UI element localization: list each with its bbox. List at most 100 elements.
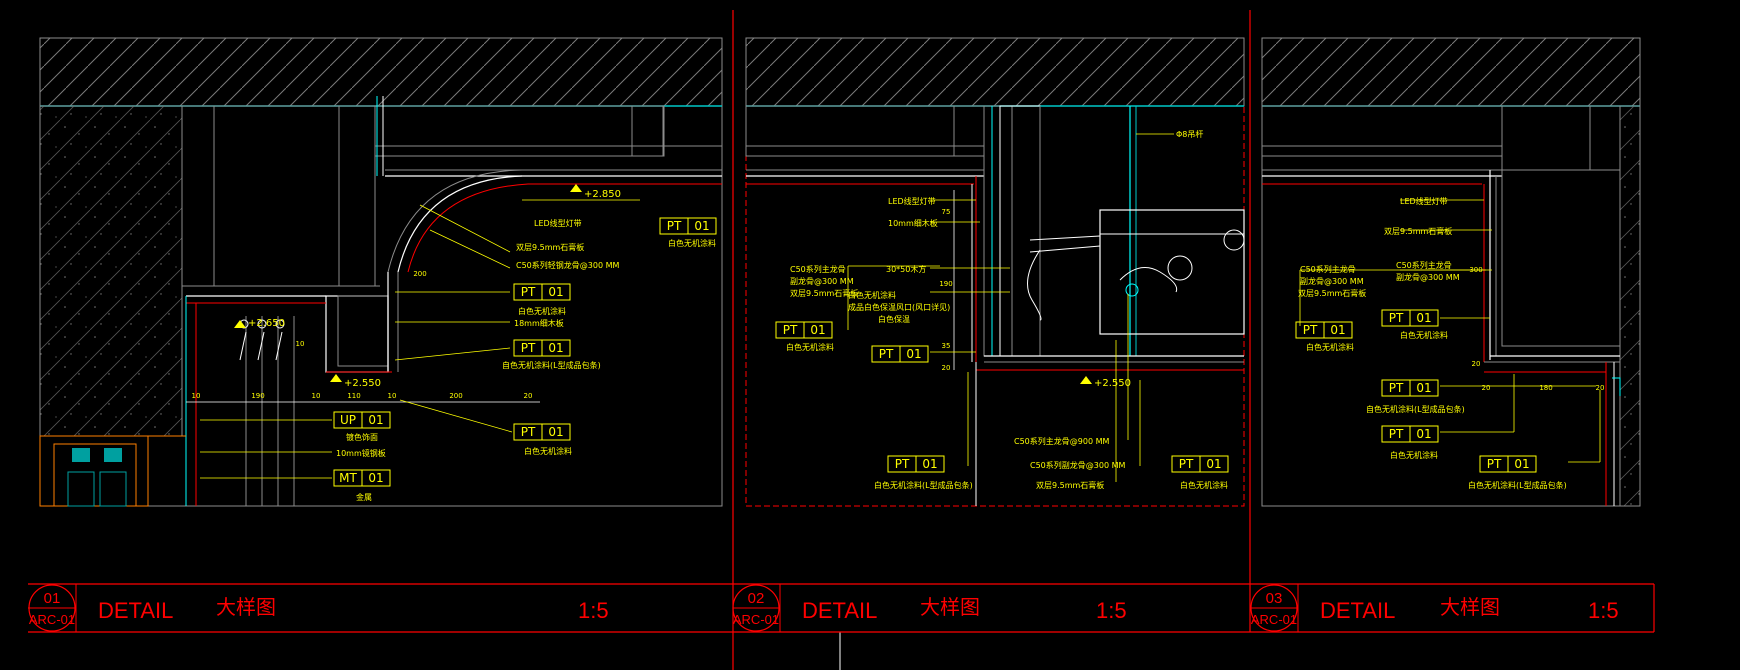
panel-01-tag-2: PT 01 [513,339,571,357]
panel-01-title-en: DETAIL [98,598,173,623]
panel-02-tag-0-code: PT [783,323,798,337]
panel-03-dim-1: 180 [1539,384,1552,392]
panel-01-dim-2: 10 [312,392,321,400]
panel-03-note-5: C50系列主龙骨 [1396,260,1452,270]
panel-02-sheet: ARC-01 [733,612,779,627]
panel-03-note-1: 双层9.5mm石膏板 [1384,226,1452,236]
panel-02-title-en: DETAIL [802,598,877,623]
panel-03-tag-1: PT 01 [1381,309,1439,327]
panel-03-title-cn: 大样图 [1440,595,1500,619]
panel-01-title-cn: 大样图 [216,595,276,619]
panel-02-dim-3: 20 [942,364,951,372]
panel-02-note-2: 10mm细木板 [888,218,938,228]
panel-02-note-10: 白色无机涂料 [786,342,834,352]
panel-01-annotations [200,184,640,479]
panel-03-tag-2-num: 01 [1416,381,1431,395]
panel-01-tag-2-code: PT [521,341,536,355]
panel-01-tags: +2.850+2.650+2.550LED线型灯带双层9.5mm石膏板C50系列… [192,189,717,502]
panel-02-tag-0: PT 01 [775,321,833,339]
panel-01-note-3: 白色无机涂料 [518,306,566,316]
panel-03-note-0: LED线型灯带 [1400,196,1448,206]
panel-02-tag-2-num: 01 [922,457,937,471]
panel-03-tag-1-num: 01 [1416,311,1431,325]
panel-01-scale: 1:5 [578,598,609,623]
panel-02-dim-2: 35 [942,342,951,350]
panel-03-note-8: 白色无机涂料 [1400,330,1448,340]
panel-03-tag-2-code: PT [1389,381,1404,395]
panel-02-note-12: C50系列副龙骨@300 MM [1030,460,1125,470]
panel-02-note-15: 白色无机涂料 [1180,480,1228,490]
panel-01-note-8: 金属 [356,492,372,502]
panel-02-tag-0-num: 01 [810,323,825,337]
panel-03-dim-2: 20 [1596,384,1605,392]
panel-03-tag-0-code: PT [1303,323,1318,337]
panel-02-note-8: 成品白色保温风口(风口详见) [848,302,950,312]
panel-03-annotations [1299,199,1601,463]
panel-01-note-7: 10mm镜钢板 [336,448,386,458]
panel-03-note-9: 自色无机涂料(L型成品包条) [1366,404,1465,414]
panel-01-elev-1: +2.650 [248,318,285,329]
panel-01-tag-0-num: 01 [694,219,709,233]
panel-03-tag-0: PT 01 [1295,321,1353,339]
panel-01-drawing [39,37,723,507]
panel-02-dim-1: 190 [939,280,952,288]
panel-01-note-6: 镀色饰面 [346,432,378,442]
panel-02-tag-2: PT 01 [887,455,945,473]
panel-03-title-en: DETAIL [1320,598,1395,623]
panel-01-dim-5: 200 [449,392,462,400]
panel-03-tag-4-code: PT [1487,457,1502,471]
panel-01-dim-6: 20 [524,392,533,400]
panel-02-note-14: 白色无机涂料(L型成品包条) [874,480,973,490]
panel-03-tag-2: PT 01 [1381,379,1439,397]
panel-01-note-10: 白色无机涂料 [524,446,572,456]
panel-02-note-5: 副龙骨@300 MM [790,276,854,286]
panel-02-title-block: 02 ARC-01 DETAIL 大样图 1:5 [732,584,1127,632]
panel-01-note-1: 双层9.5mm石膏板 [516,242,584,252]
panel-02-scale: 1:5 [1096,598,1127,623]
panel-02-annotations [847,133,1174,482]
panel-01-note-9: 白色无机涂料 [668,238,716,248]
panel-01-number: 01 [44,590,61,607]
panel-02-tag-2-code: PT [895,457,910,471]
panel-01-sheet: ARC-01 [29,612,75,627]
panel-01-dim-8: 10 [296,340,305,348]
panel-02-note-1: LED线型灯带 [888,196,936,206]
panel-03-note-4: 双层9.5mm石膏板 [1298,288,1366,298]
panel-03-tag-4-num: 01 [1514,457,1529,471]
panel-01-tag-5-num: 01 [368,471,383,485]
panel-01-tag-4-code: PT [521,425,536,439]
panel-02-note-4: C50系列主龙骨 [790,264,846,274]
panel-02-tag-3: PT 01 [1171,455,1229,473]
panel-03-tag-3-num: 01 [1416,427,1431,441]
sheet-dividers [732,10,1251,670]
panel-03-dim-0: 20 [1482,384,1491,392]
panel-02-number: 02 [748,590,765,607]
panel-01-tag-2-num: 01 [548,341,563,355]
panel-01-dim-4: 10 [388,392,397,400]
panel-02-tag-3-num: 01 [1206,457,1221,471]
panel-02-tags: +2.550 Φ8吊杆 LED线型灯带 10mm细木板 30*50木方 C50系列主龙骨副… [775,129,1229,490]
panel-01-tag-3-num: 01 [368,413,383,427]
panel-01-tag-5-code: MT [339,471,357,485]
panel-02-tag-3-code: PT [1179,457,1194,471]
panel-01-dim-3: 110 [347,392,360,400]
panel-02-title-cn: 大样图 [920,595,980,619]
panel-02-note-0: Φ8吊杆 [1176,129,1203,139]
panel-03-note-11: 白色无机涂料(L型成品包条) [1468,480,1567,490]
panel-01-elev-2: +2.550 [344,378,381,389]
panel-03-tag-1-code: PT [1389,311,1404,325]
panel-03-dim-3: 300 [1469,266,1482,274]
panel-02-note-13: 双层9.5mm石膏板 [1036,480,1104,490]
panel-03-note-2: C50系列主龙骨 [1300,264,1356,274]
panel-02-note-3: 30*50木方 [886,264,926,274]
panel-03-tag-0-num: 01 [1330,323,1345,337]
panel-02-elev-0: +2.550 [1094,378,1131,389]
panel-02-note-7: 白色无机涂料 [848,290,896,300]
panel-01-dim-1: 190 [251,392,264,400]
